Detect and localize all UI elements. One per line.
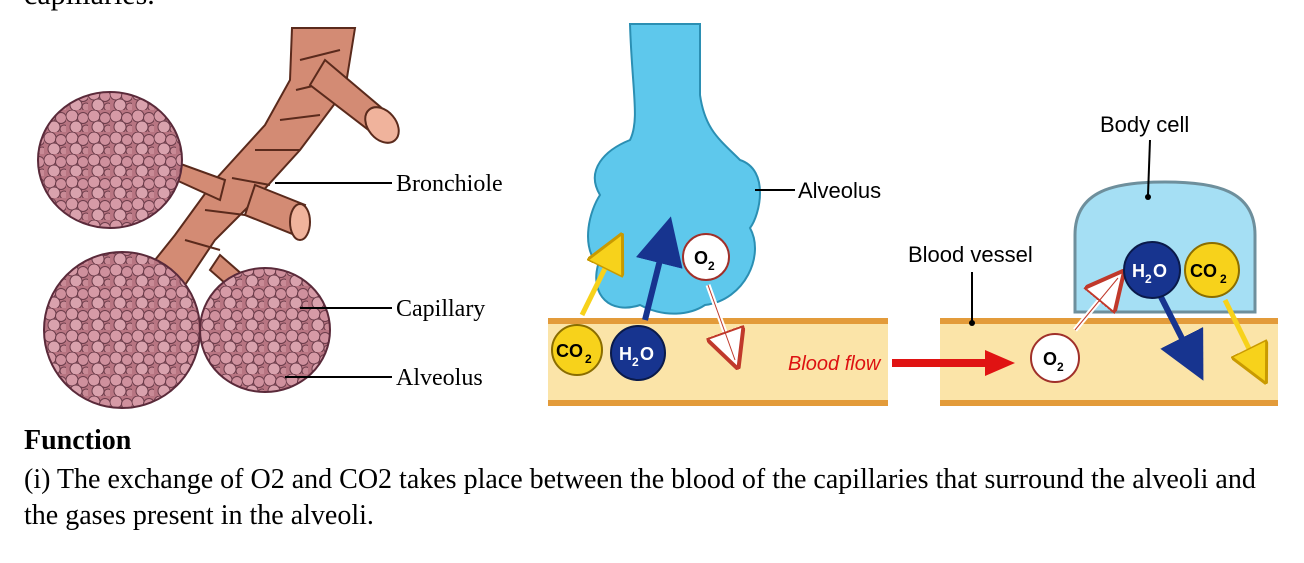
alveolar-clusters xyxy=(37,91,331,409)
svg-text:2: 2 xyxy=(1057,360,1064,374)
h2o-arrow-up xyxy=(635,216,683,321)
function-paragraph: (i) The exchange of O2 and CO2 takes pla… xyxy=(24,464,1256,531)
svg-text:2: 2 xyxy=(1220,272,1227,286)
bronchiole-label: Bronchiole xyxy=(396,171,503,197)
svg-text:2: 2 xyxy=(708,259,715,273)
blood-vessel-label: Blood vessel xyxy=(908,242,1033,267)
alveolar-cluster-lower-right xyxy=(199,267,331,393)
svg-text:H: H xyxy=(1132,261,1145,281)
alveolus-label-middle: Alveolus xyxy=(798,178,881,203)
co2-arrow-out-of-cell xyxy=(1222,298,1262,375)
left-leader-lines xyxy=(275,182,392,378)
svg-text:O: O xyxy=(640,344,654,364)
o2-molecule-right: O 2 xyxy=(1030,333,1080,383)
capillary-label: Capillary xyxy=(396,296,485,322)
body-cell-label: Body cell xyxy=(1100,112,1189,137)
top-cut-text: capillaries. xyxy=(24,0,155,12)
blood-flow-label: Blood flow xyxy=(788,353,882,375)
alveolar-cluster-upper xyxy=(37,91,183,229)
svg-text:2: 2 xyxy=(1145,272,1152,286)
alveolus-shape xyxy=(587,23,761,315)
svg-text:CO: CO xyxy=(1190,261,1217,281)
svg-text:H: H xyxy=(619,344,632,364)
h2o-arrow-out-of-cell xyxy=(1157,293,1204,381)
svg-text:2: 2 xyxy=(585,352,592,366)
svg-text:O: O xyxy=(694,248,708,268)
co2-arrow-up xyxy=(579,242,618,317)
gas-exchange-diagram: Bronchiole Capillary Alveolus Alveolus C… xyxy=(37,23,1278,409)
svg-text:O: O xyxy=(1153,261,1167,281)
alveolar-cluster-lower-left xyxy=(43,251,201,409)
function-heading: Function xyxy=(24,425,132,456)
svg-text:2: 2 xyxy=(632,355,639,369)
o2-molecule-middle: O 2 xyxy=(682,233,730,281)
h2o-molecule-middle: H 2 O xyxy=(610,325,666,381)
h2o-molecule-right: H 2 O xyxy=(1123,241,1181,299)
co2-molecule-middle: CO 2 xyxy=(551,324,603,376)
svg-text:O: O xyxy=(1043,349,1057,369)
svg-text:CO: CO xyxy=(556,341,583,361)
alveolus-label-left: Alveolus xyxy=(396,365,483,391)
co2-molecule-right: CO 2 xyxy=(1184,242,1240,298)
